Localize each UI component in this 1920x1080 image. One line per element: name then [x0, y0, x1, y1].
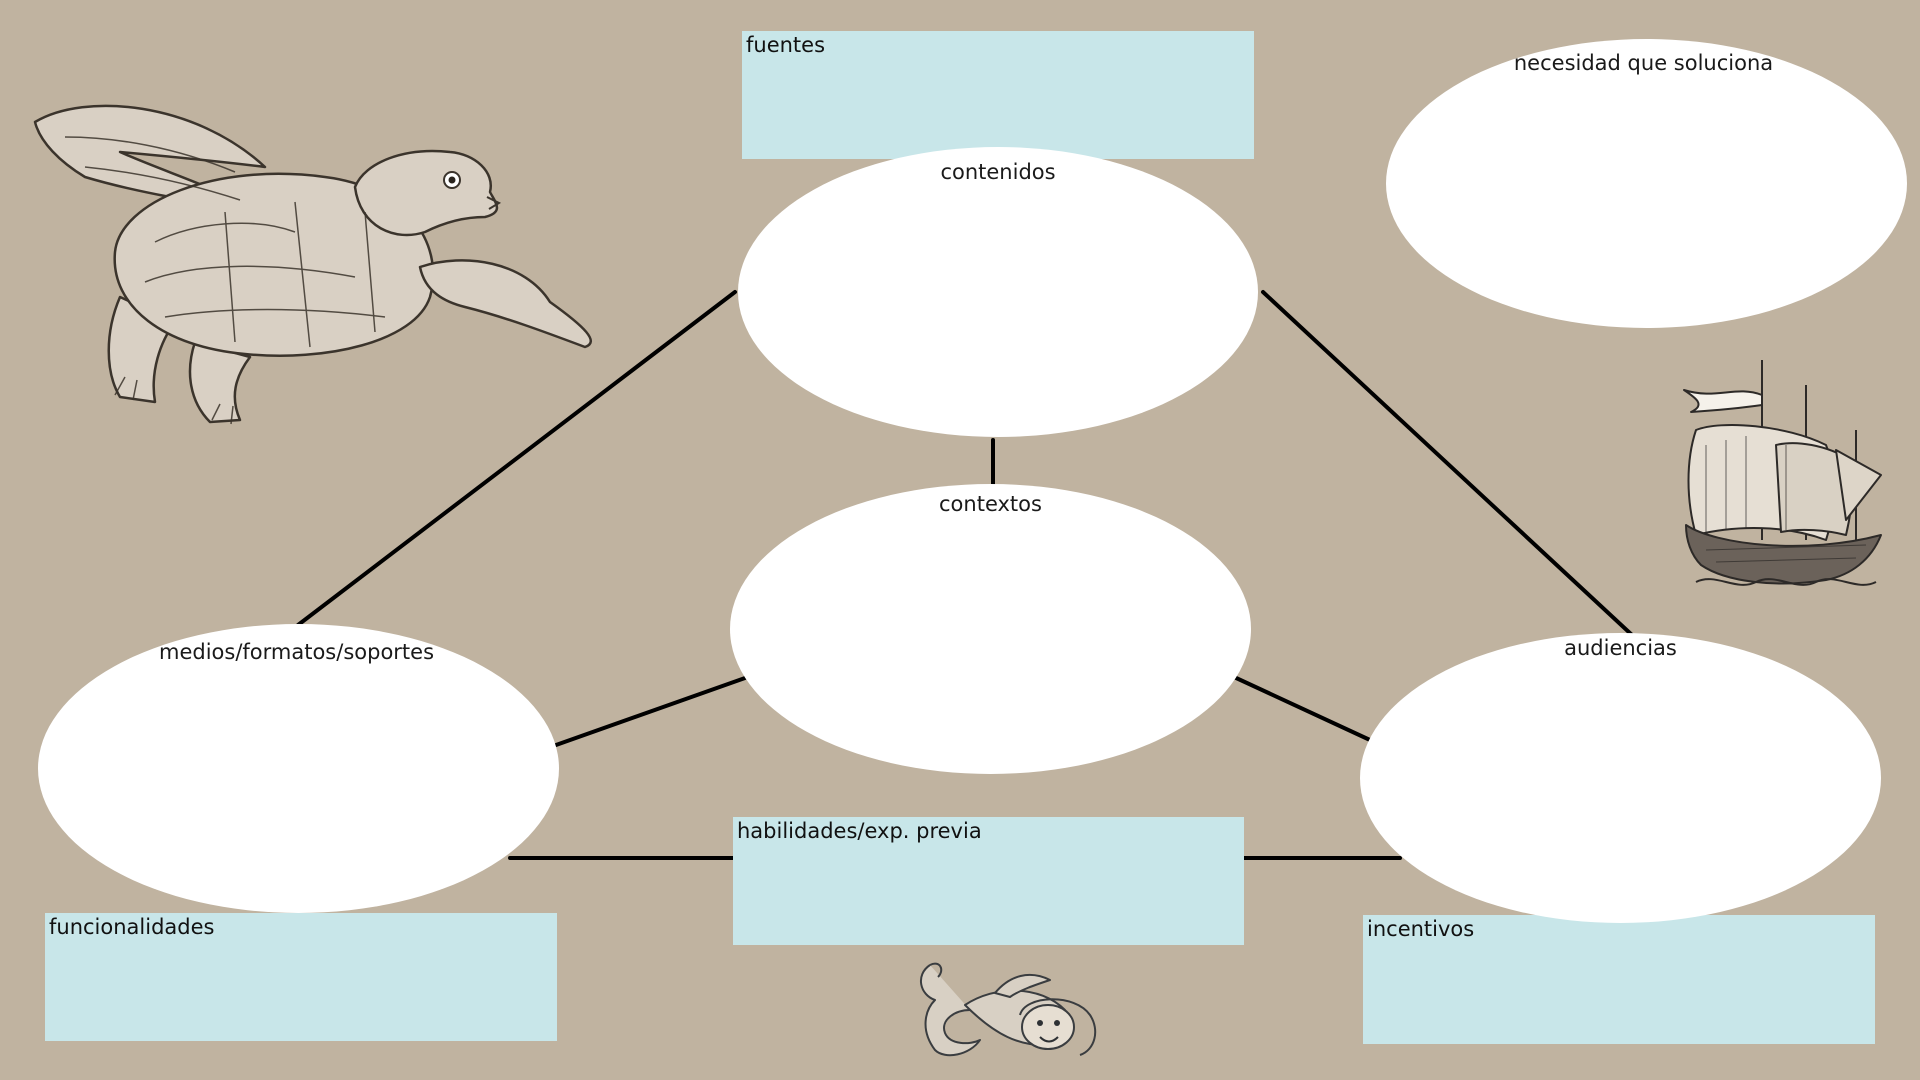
winged-turtle-illustration [33, 104, 592, 425]
connector-contextos-audiencias [1232, 675, 1372, 742]
box-incentivos-label: incentivos [1367, 917, 1475, 941]
sea-monster-illustration [920, 962, 1097, 1057]
ellipse-medios[interactable]: medios/formatos/soportes [38, 624, 559, 913]
ellipse-contenidos[interactable]: contenidos [738, 147, 1258, 437]
box-habilidades-label: habilidades/exp. previa [737, 819, 982, 843]
ellipse-contextos[interactable]: contextos [730, 484, 1251, 774]
ellipse-contenidos-label: contenidos [940, 160, 1056, 184]
ellipse-medios-label: medios/formatos/soportes [158, 640, 435, 664]
box-habilidades[interactable]: habilidades/exp. previa [733, 817, 1244, 945]
connector-contenidos-audiencias [1261, 290, 1634, 637]
ellipse-contextos-label: contextos [939, 492, 1042, 516]
ellipse-audiencias-label: audiencias [1564, 636, 1677, 660]
ellipse-necesidad[interactable]: necesidad que soluciona [1386, 39, 1907, 328]
connector-contenidos-medios [296, 290, 737, 627]
box-funcionalidades-label: funcionalidades [49, 915, 215, 939]
ellipse-audiencias[interactable]: audiencias [1360, 633, 1881, 923]
ellipse-necesidad-label: necesidad que soluciona [1513, 51, 1774, 75]
sailing-ship-illustration [1683, 360, 1882, 586]
connector-contextos-medios [554, 676, 747, 747]
box-incentivos[interactable]: incentivos [1363, 915, 1875, 1044]
box-funcionalidades[interactable]: funcionalidades [45, 913, 557, 1041]
box-fuentes[interactable]: fuentes [742, 31, 1254, 159]
box-fuentes-label: fuentes [746, 33, 826, 57]
